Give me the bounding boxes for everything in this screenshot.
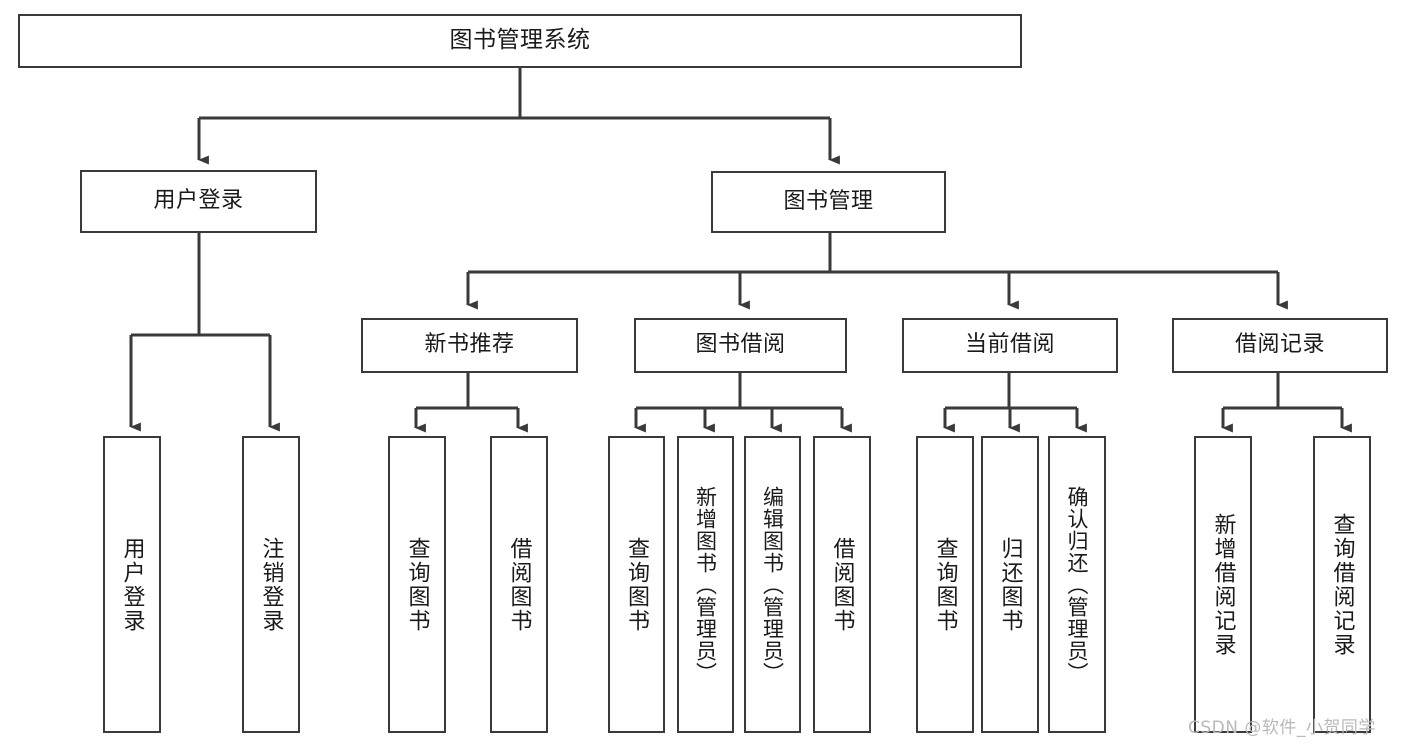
leaf-book-borrow-edit-book-admin[interactable]: 编辑图书（管理员）	[744, 436, 801, 733]
node-label: 新增借阅记录	[1210, 512, 1236, 657]
node-label: 新增图书（管理员）	[693, 485, 718, 684]
leaf-current-borrow-confirm-return-admin[interactable]: 确认归还（管理员）	[1048, 436, 1106, 733]
node-book-management[interactable]: 图书管理	[711, 171, 946, 233]
node-book-borrow[interactable]: 图书借阅	[634, 318, 847, 373]
node-new-book-recommend[interactable]: 新书推荐	[361, 318, 578, 373]
node-label: 图书管理系统	[449, 27, 591, 54]
leaf-book-borrow-query-book[interactable]: 查询图书	[608, 436, 665, 733]
node-label: 归还图书	[997, 536, 1023, 633]
node-label: 查询借阅记录	[1329, 512, 1355, 657]
node-label: 编辑图书（管理员）	[760, 485, 785, 684]
node-label: 借阅记录	[1234, 332, 1325, 358]
node-label: 新书推荐	[424, 332, 515, 358]
node-label: 注销登录	[258, 536, 284, 633]
node-label: 图书管理	[783, 188, 874, 214]
node-label: 确认归还（管理员）	[1065, 485, 1090, 684]
node-label: 用户登录	[153, 188, 244, 214]
leaf-book-borrow-borrow-book[interactable]: 借阅图书	[813, 436, 871, 733]
node-label: 用户登录	[119, 536, 145, 633]
node-user-login[interactable]: 用户登录	[80, 170, 317, 233]
leaf-book-borrow-add-book-admin[interactable]: 新增图书（管理员）	[677, 436, 734, 733]
node-label: 借阅图书	[506, 536, 532, 633]
node-root-system[interactable]: 图书管理系统	[18, 14, 1022, 68]
leaf-borrow-record-query-record[interactable]: 查询借阅记录	[1313, 436, 1371, 733]
node-label: 查询图书	[404, 536, 430, 633]
leaf-user-login-login[interactable]: 用户登录	[103, 436, 161, 733]
node-borrow-record[interactable]: 借阅记录	[1172, 318, 1388, 373]
csdn-watermark: CSDN @软件_小贺同学	[1188, 718, 1376, 738]
leaf-user-login-logout[interactable]: 注销登录	[242, 436, 300, 733]
leaf-new-book-borrow-book[interactable]: 借阅图书	[490, 436, 548, 733]
node-label: 图书借阅	[695, 332, 786, 358]
leaf-new-book-query-book[interactable]: 查询图书	[388, 436, 446, 733]
node-label: 查询图书	[932, 536, 958, 633]
leaf-current-borrow-return-book[interactable]: 归还图书	[981, 436, 1039, 733]
node-label: 当前借阅	[964, 332, 1055, 358]
leaf-current-borrow-query-book[interactable]: 查询图书	[916, 436, 974, 733]
leaf-borrow-record-add-record[interactable]: 新增借阅记录	[1194, 436, 1252, 733]
node-label: 借阅图书	[829, 536, 855, 633]
node-label: 查询图书	[624, 536, 650, 633]
node-current-borrow[interactable]: 当前借阅	[902, 318, 1118, 373]
